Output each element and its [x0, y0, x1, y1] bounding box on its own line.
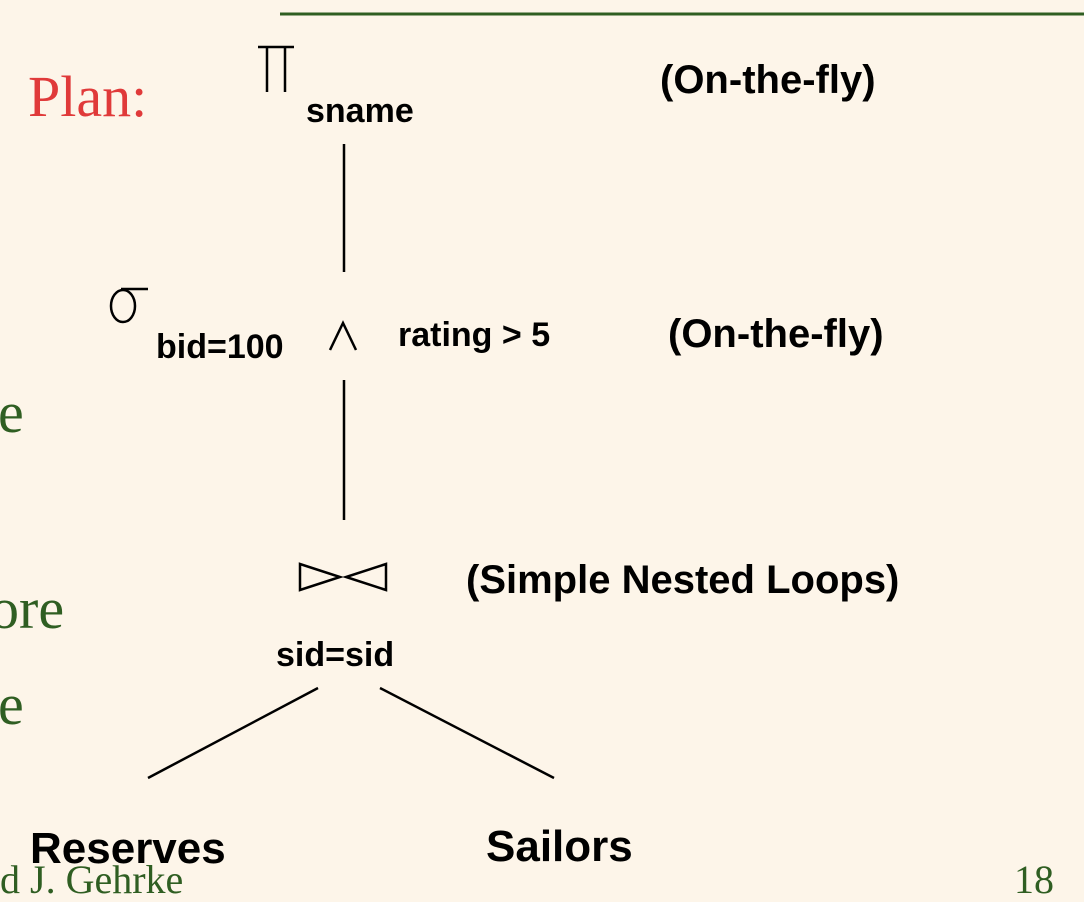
selection-annotation: (On-the-fly)	[668, 312, 884, 356]
selection-condition: rating > 5	[398, 316, 551, 354]
join-annotation: (Simple Nested Loops)	[466, 558, 900, 602]
edge-join-sailors	[379, 686, 555, 780]
leaf-reserves: Reserves	[30, 824, 226, 873]
projection-subscript: sname	[306, 92, 414, 130]
footer-author: d J. Gehrke	[0, 857, 184, 902]
partial-text-1: e	[0, 380, 24, 445]
edge-join-reserves	[147, 686, 319, 780]
join-bowtie-icon	[298, 562, 388, 592]
partial-text-3: e	[0, 672, 24, 737]
leaf-sailors: Sailors	[486, 822, 633, 871]
projection-annotation: (On-the-fly)	[660, 58, 876, 102]
and-icon	[328, 320, 358, 351]
slide-title: Plan:	[28, 64, 148, 129]
selection-subscript: bid=100	[156, 328, 284, 366]
projection-pi-icon	[258, 45, 294, 92]
partial-text-2: ore	[0, 576, 65, 641]
join-condition: sid=sid	[276, 636, 395, 674]
selection-sigma-icon	[109, 287, 148, 324]
page-number: 18	[1014, 857, 1054, 902]
